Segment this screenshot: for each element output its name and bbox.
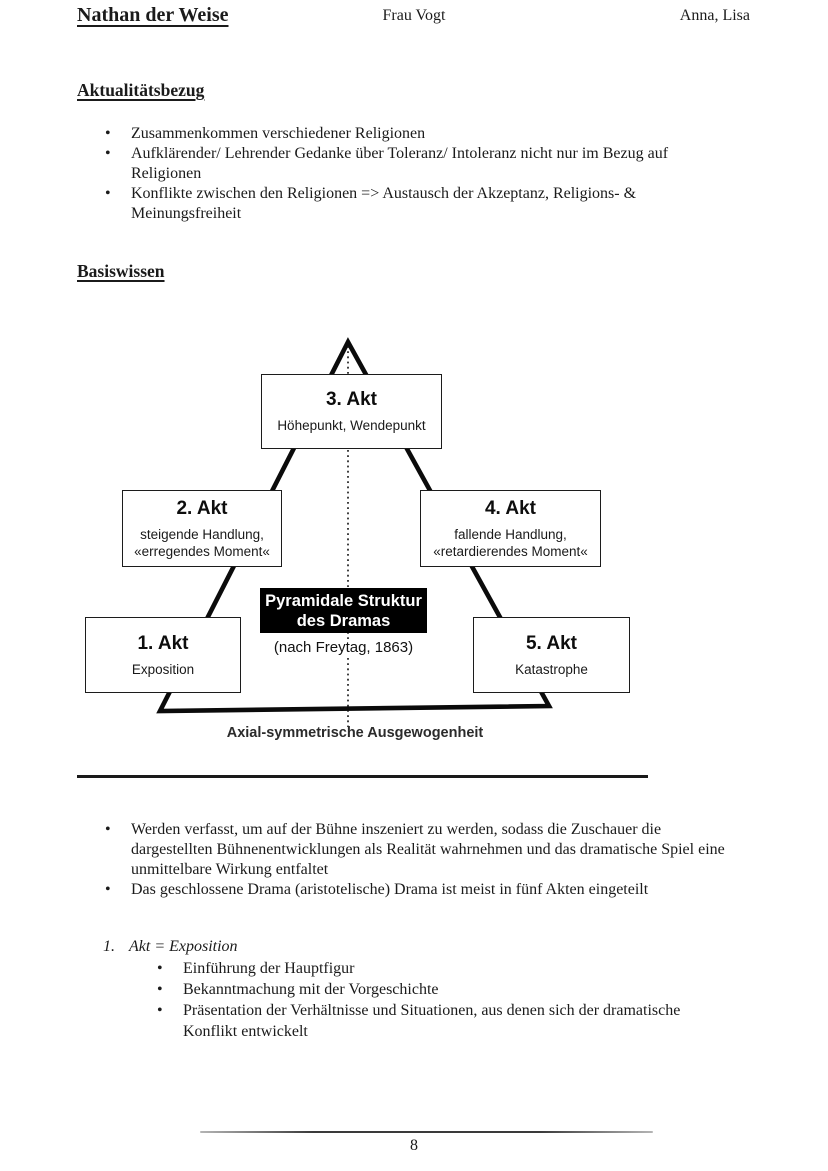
bullet-item: • Das geschlossene Drama (aristotelische… [105, 880, 788, 900]
act-subtitle: fallende Handlung, «retardierendes Momen… [433, 526, 588, 559]
act-box-3: 3. Akt Höhepunkt, Wendepunkt [261, 374, 442, 449]
bullet-text: Aufklärender/ Lehrender Gedanke über Tol… [131, 145, 669, 182]
header-teacher: Frau Vogt [382, 7, 446, 24]
act-title: 1. Akt [137, 632, 189, 654]
sub-bullet-list-exposition: • Einführung der Hauptfigur • Bekanntmac… [157, 958, 788, 1042]
bullet-item: • Einführung der Hauptfigur [157, 958, 788, 979]
section-heading-aktualitaetsbezug: Aktualitätsbezug [77, 80, 205, 100]
bullet-text: Das geschlossene Drama (aristotelische) … [131, 881, 649, 898]
bullet-text: Einführung der Hauptfigur [183, 960, 355, 977]
bullet-marker: • [157, 960, 163, 977]
act-box-5: 5. Akt Katastrophe [473, 617, 630, 693]
bullet-list-drama: • Werden verfasst, um auf der Bühne insz… [105, 820, 788, 900]
pyramid-caption: Axial-symmetrische Ausgewogenheit [226, 725, 484, 741]
bullet-marker: • [105, 145, 111, 162]
bullet-item: • Bekanntmachung mit der Vorgeschichte [157, 979, 788, 1000]
header-authors: Anna, Lisa [679, 7, 750, 24]
bullet-item: • Präsentation der Verhältnisse und Situ… [157, 1000, 788, 1042]
act-title: 4. Akt [484, 497, 537, 519]
bullet-marker: • [105, 125, 111, 142]
numbered-item-akt1: 1. Akt = Exposition [103, 936, 238, 957]
act-box-2: 2. Akt steigende Handlung, «erregendes M… [122, 490, 282, 567]
drama-pyramid-diagram: (nach Freytag, 1863) 3. Akt Höhepunkt, W… [60, 330, 720, 760]
pyramid-title-box: Pyramidale Struktur des Dramas [260, 588, 427, 633]
bullet-text: Werden verfasst, um auf der Bühne inszen… [131, 821, 725, 878]
bullet-text: Präsentation der Verhältnisse und Situat… [183, 1002, 681, 1040]
bullet-text: Konflikte zwischen den Religionen => Aus… [131, 185, 637, 222]
page-title: Nathan der Weise [77, 4, 229, 26]
act-box-1: 1. Akt Exposition [85, 617, 241, 693]
footer-divider [200, 1131, 653, 1133]
numbered-item-number: 1. [103, 938, 115, 955]
act-subtitle: Exposition [131, 661, 195, 677]
section-heading-basiswissen: Basiswissen [77, 261, 165, 281]
bullet-text: Bekanntmachung mit der Vorgeschichte [183, 981, 439, 998]
bullet-text: Zusammenkommen verschiedener Religionen [131, 125, 426, 142]
act-title: 5. Akt [525, 632, 578, 654]
bullet-item: • Aufklärender/ Lehrender Gedanke über T… [105, 144, 788, 184]
act-subtitle: Höhepunkt, Wendepunkt [277, 418, 426, 433]
page-number: 8 [410, 1137, 418, 1154]
act-box-4: 4. Akt fallende Handlung, «retardierende… [420, 490, 601, 567]
bullet-item: • Zusammenkommen verschiedener Religione… [105, 124, 788, 144]
numbered-item-label: Akt = Exposition [129, 938, 238, 955]
act-title: 2. Akt [176, 497, 228, 519]
content-divider [77, 775, 648, 778]
bullet-marker: • [105, 821, 111, 838]
act-title: 3. Akt [325, 389, 378, 410]
bullet-list-aktualitaet: • Zusammenkommen verschiedener Religione… [105, 124, 788, 224]
act-subtitle: Katastrophe [515, 661, 588, 677]
bullet-marker: • [105, 185, 111, 202]
bullet-item: • Werden verfasst, um auf der Bühne insz… [105, 820, 788, 880]
bullet-marker: • [157, 1002, 163, 1019]
bullet-marker: • [105, 881, 111, 898]
bullet-marker: • [157, 981, 163, 998]
pyramid-source-label: (nach Freytag, 1863) [220, 639, 467, 656]
bullet-item: • Konflikte zwischen den Religionen => A… [105, 184, 788, 224]
act-subtitle: steigende Handlung, «erregendes Moment« [134, 526, 270, 559]
